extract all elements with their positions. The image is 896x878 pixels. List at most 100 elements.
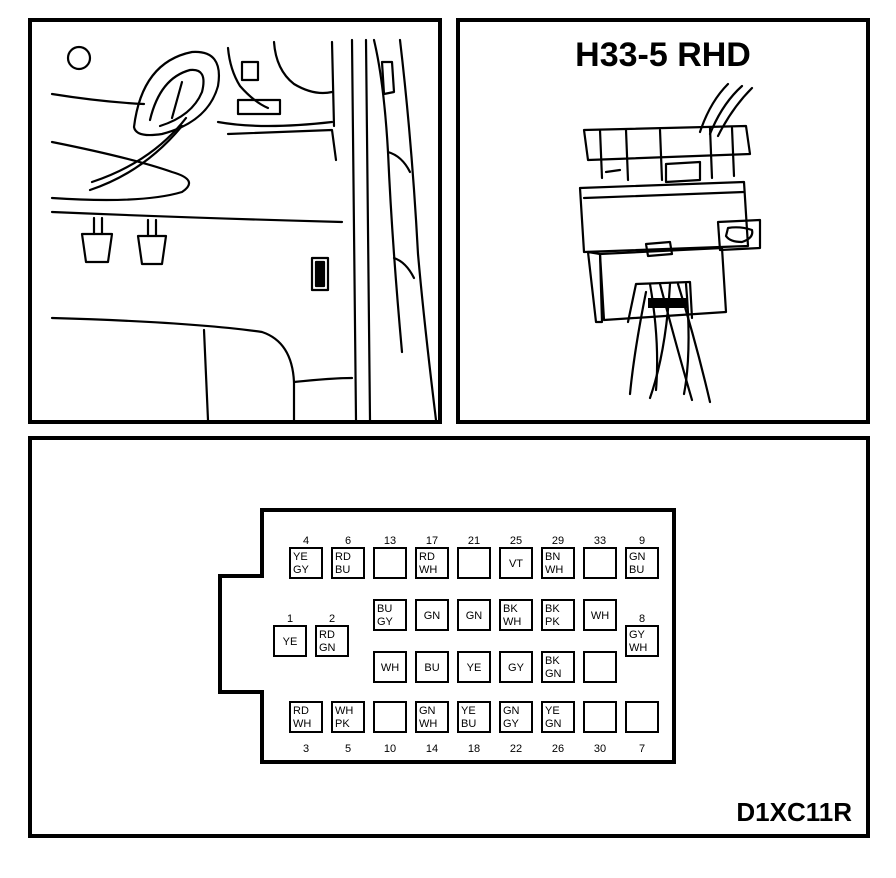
pin-number: 30: [594, 743, 606, 755]
wire-color-label: PK: [335, 718, 350, 730]
dashboard-location-drawing: [50, 38, 438, 420]
wire-color-label: GN: [319, 642, 336, 654]
wire-color-label: RD: [293, 705, 309, 717]
wire-color-label: WH: [419, 564, 437, 576]
wire-color-label: BU: [629, 564, 644, 576]
pin-number: 26: [552, 743, 564, 755]
pin-cavity: [457, 547, 491, 579]
wire-color-label: WH: [591, 610, 609, 622]
pin-number: 10: [384, 743, 396, 755]
pin-cavity: YE: [273, 625, 307, 657]
wire-color-label: YE: [283, 636, 298, 648]
pin-cavity: WH: [373, 651, 407, 683]
pin-number: 14: [426, 743, 438, 755]
wire-color-label: RD: [335, 551, 351, 563]
wire-color-label: GN: [503, 705, 520, 717]
pin-cavity: GN: [415, 599, 449, 631]
pin-number: 29: [552, 535, 564, 547]
pin-number: 18: [468, 743, 480, 755]
pin-cavity: BU: [415, 651, 449, 683]
wire-color-label: WH: [629, 642, 647, 654]
wire-color-label: WH: [293, 718, 311, 730]
pin-cavity: [583, 547, 617, 579]
wire-color-label: GN: [545, 718, 562, 730]
pin-number: 8: [639, 613, 645, 625]
pin-cavity: YE: [457, 651, 491, 683]
pin-cavity: GY: [499, 651, 533, 683]
wire-color-label: BK: [545, 655, 560, 667]
wire-color-label: GN: [424, 610, 441, 622]
pin-number: 13: [384, 535, 396, 547]
wire-color-label: WH: [503, 616, 521, 628]
wire-color-label: YE: [467, 662, 482, 674]
wire-color-label: VT: [509, 558, 523, 570]
pin-number: 17: [426, 535, 438, 547]
wire-color-label: GY: [503, 718, 520, 730]
connector-title: H33-5 RHD: [575, 36, 751, 74]
wire-color-label: YE: [461, 705, 476, 717]
pin-number: 6: [345, 535, 351, 547]
pin-number: 33: [594, 535, 606, 547]
pin-cavity: WH: [583, 599, 617, 631]
wire-color-label: WH: [419, 718, 437, 730]
wire-color-label: YE: [545, 705, 560, 717]
pin-number: 25: [510, 535, 522, 547]
pin-number: 21: [468, 535, 480, 547]
wire-color-label: GY: [377, 616, 394, 628]
connector-outline: [218, 508, 676, 764]
pin-cavity: [583, 701, 617, 733]
pin-number: 4: [303, 535, 309, 547]
figure-code: D1XC11R: [736, 797, 852, 827]
pin-cavity: [583, 651, 617, 683]
wire-color-label: BU: [377, 603, 392, 615]
wire-color-label: WH: [545, 564, 563, 576]
wire-color-label: BK: [503, 603, 518, 615]
wire-color-label: BU: [461, 718, 476, 730]
connector-housing-drawing: [578, 82, 762, 404]
pin-cavity: [373, 701, 407, 733]
pin-number: 9: [639, 535, 645, 547]
pin-number: 22: [510, 743, 522, 755]
wire-color-label: BU: [424, 662, 439, 674]
wire-color-label: GN: [545, 668, 562, 680]
wire-color-label: GN: [419, 705, 436, 717]
pin-cavity: [373, 547, 407, 579]
wire-color-label: YE: [293, 551, 308, 563]
pin-cavity: GN: [457, 599, 491, 631]
wire-color-label: GN: [629, 551, 646, 563]
pin-number: 7: [639, 743, 645, 755]
wire-color-label: WH: [381, 662, 399, 674]
wire-color-label: GN: [466, 610, 483, 622]
pin-number: 1: [287, 613, 293, 625]
wire-color-label: RD: [419, 551, 435, 563]
pin-number: 2: [329, 613, 335, 625]
wire-color-label: PK: [545, 616, 560, 628]
wire-color-label: BN: [545, 551, 560, 563]
wire-color-label: BK: [545, 603, 560, 615]
location-panel: [28, 18, 442, 424]
wire-color-label: GY: [508, 662, 525, 674]
wire-color-label: BU: [335, 564, 350, 576]
pin-number: 3: [303, 743, 309, 755]
wire-color-label: RD: [319, 629, 335, 641]
connector-panel: H33-5 RHD: [456, 18, 870, 424]
wire-color-label: WH: [335, 705, 353, 717]
wire-color-label: GY: [629, 629, 646, 641]
